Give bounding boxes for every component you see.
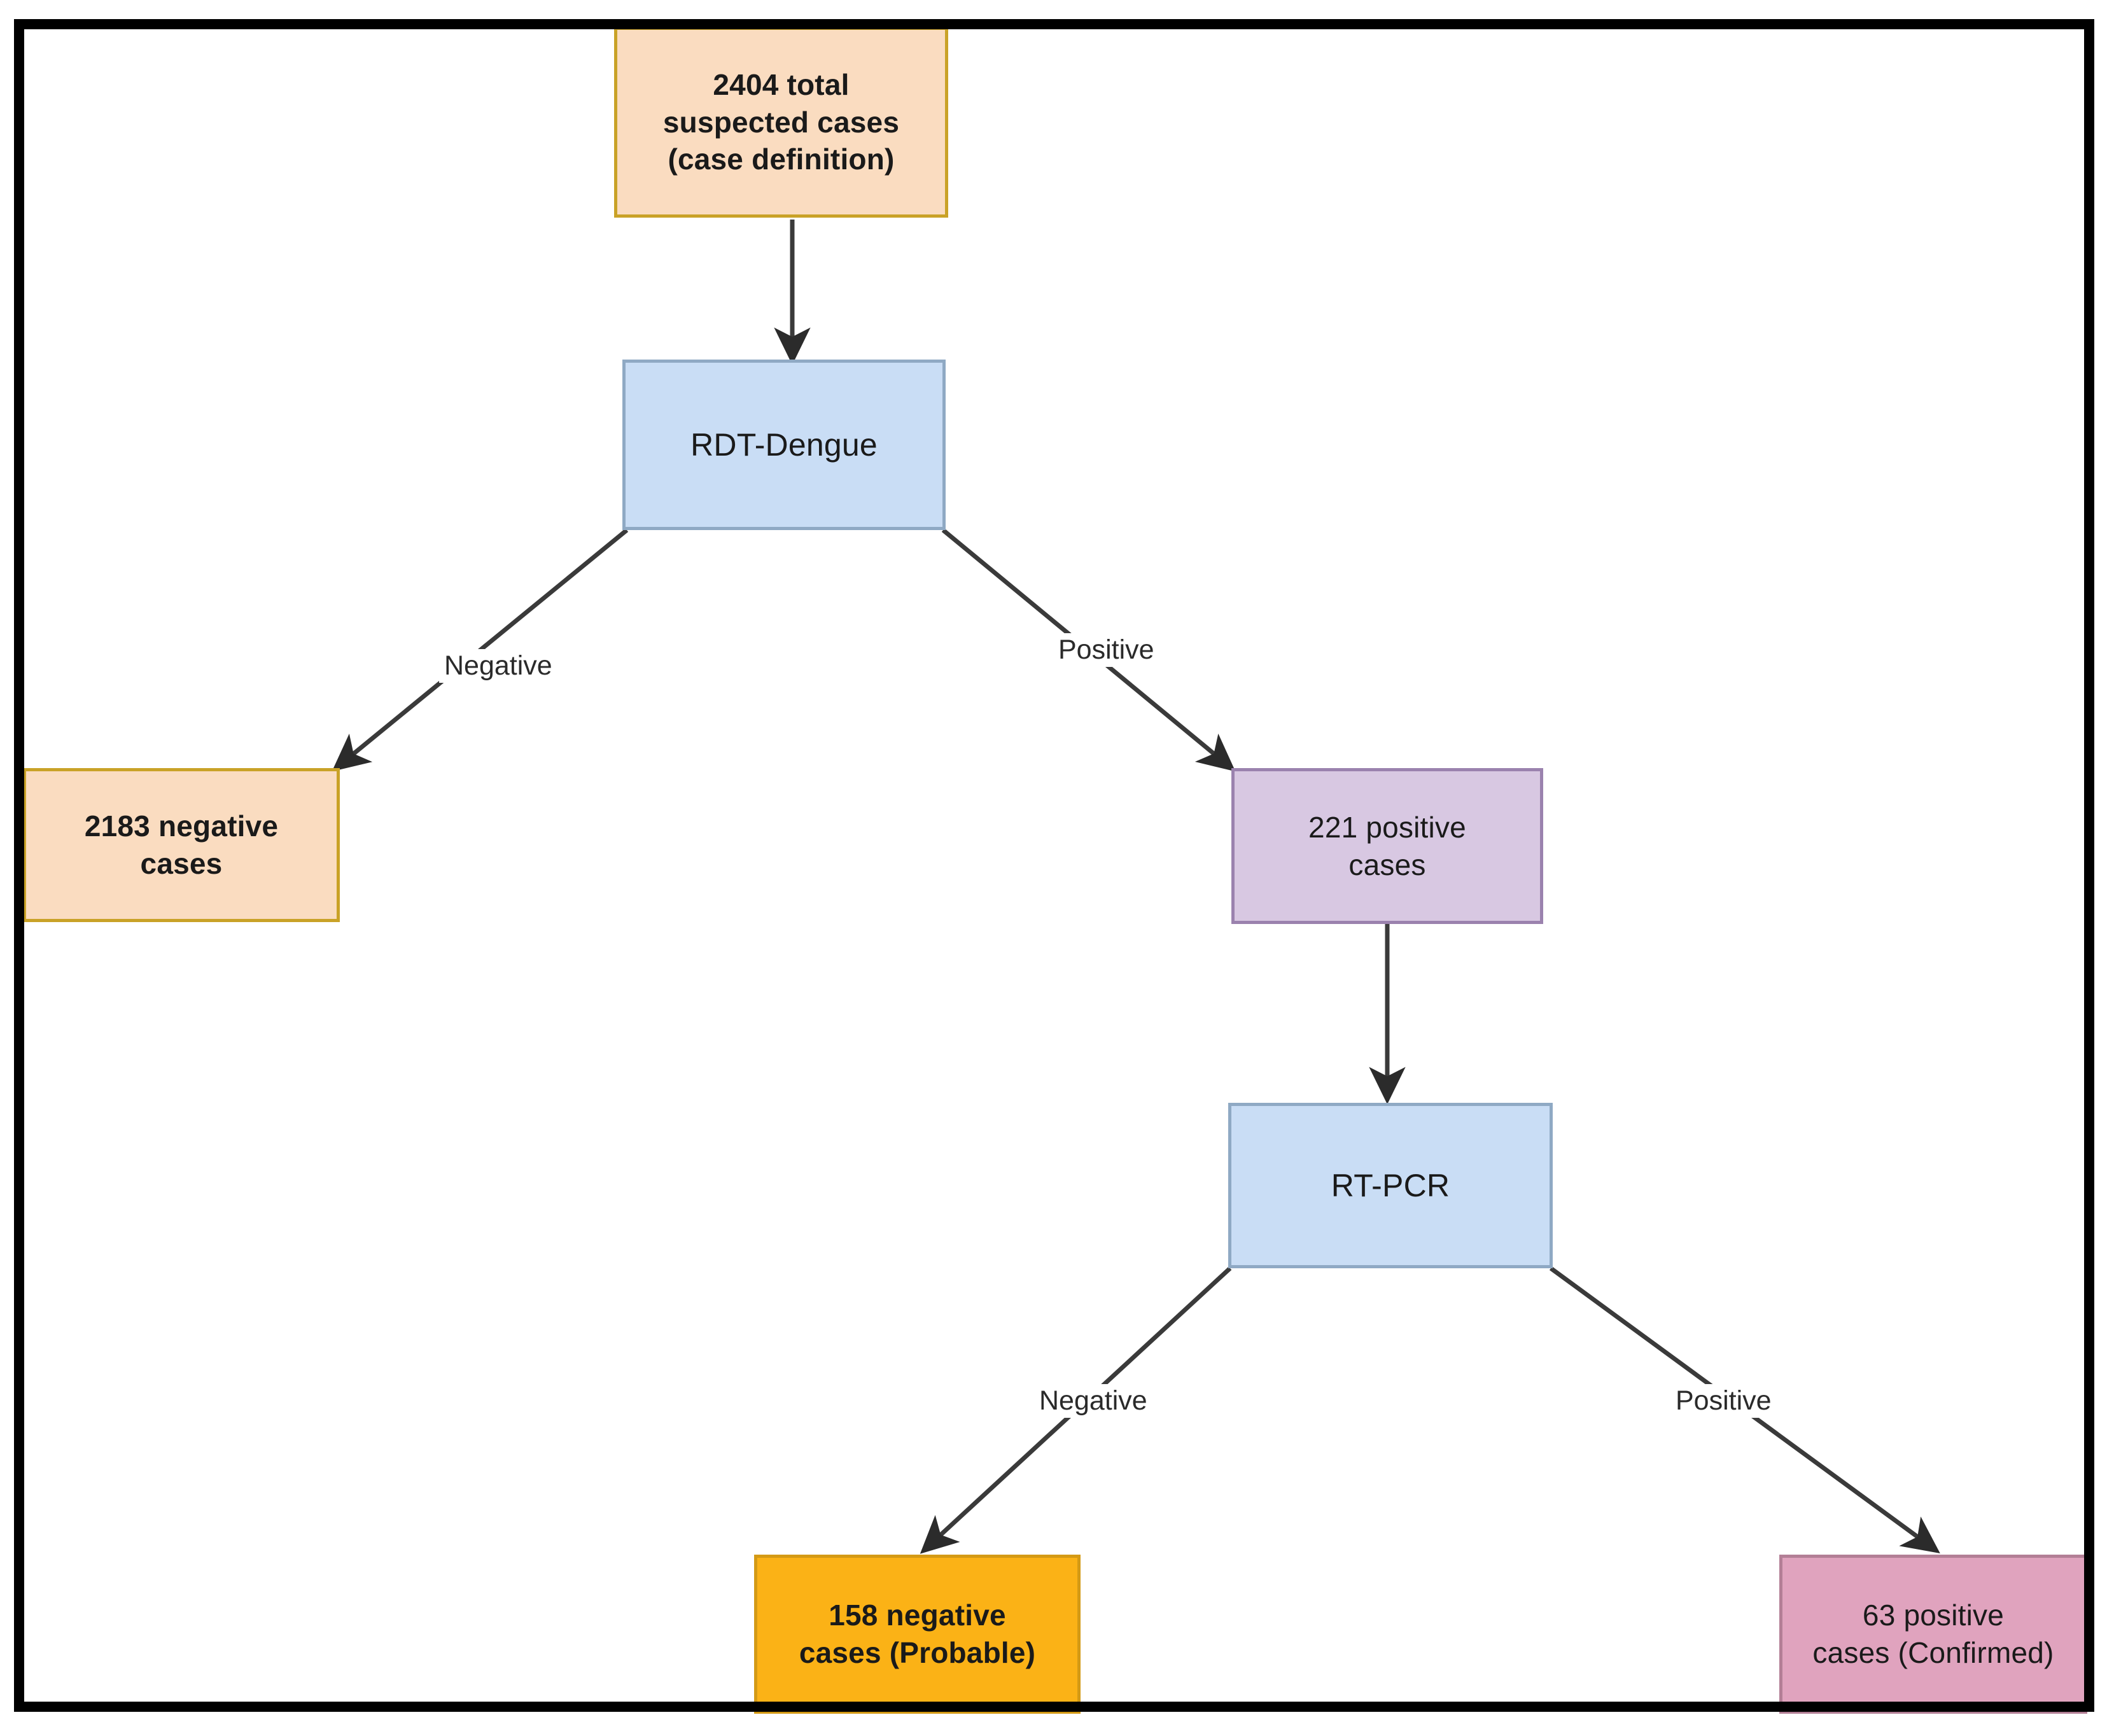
edge-label-rdt-positive: Positive [1053, 633, 1159, 667]
node-221-positive-cases-label: 221 positive cases [1308, 810, 1466, 881]
node-rdt-dengue-label: RDT-Dengue [690, 427, 878, 463]
node-63-positive-cases-confirmed[interactable]: 63 positive cases (Confirmed) [1779, 1555, 2087, 1714]
node-rt-pcr[interactable]: RT-PCR [1228, 1103, 1553, 1268]
node-total-suspected-cases[interactable]: 2404 total suspected cases (case definit… [614, 27, 948, 218]
node-158-negative-cases-probable-label: 158 negative cases (Probable) [799, 1599, 1036, 1669]
node-221-positive-cases[interactable]: 221 positive cases [1231, 768, 1543, 924]
edge-label-rtpcr-negative: Negative [1034, 1384, 1152, 1418]
node-158-negative-cases-probable[interactable]: 158 negative cases (Probable) [754, 1555, 1081, 1714]
node-2183-negative-cases-label: 2183 negative cases [84, 809, 279, 880]
edge-label-rtpcr-positive: Positive [1670, 1384, 1777, 1418]
node-63-positive-cases-confirmed-label: 63 positive cases (Confirmed) [1812, 1599, 2054, 1669]
edge-label-rdt-negative: Negative [439, 649, 557, 683]
node-rt-pcr-label: RT-PCR [1331, 1168, 1450, 1203]
node-rdt-dengue[interactable]: RDT-Dengue [622, 360, 946, 530]
node-2183-negative-cases[interactable]: 2183 negative cases [23, 768, 340, 922]
node-total-suspected-cases-label: 2404 total suspected cases (case definit… [662, 67, 900, 176]
